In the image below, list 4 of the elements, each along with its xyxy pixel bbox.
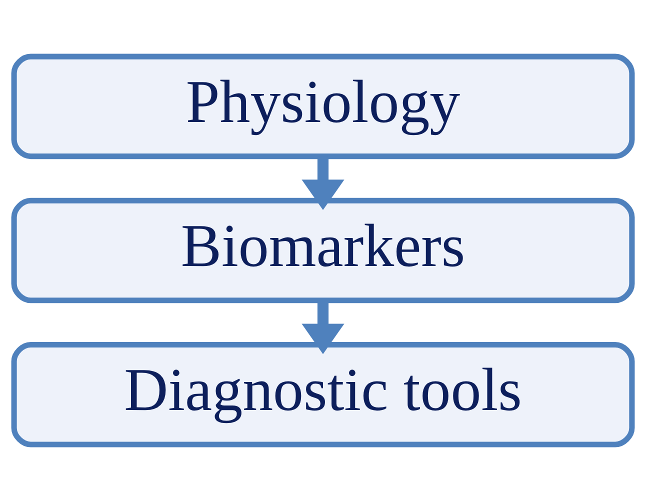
arrow (302, 300, 344, 354)
node-box: Physiology (11, 53, 635, 159)
node-box: Biomarkers (11, 197, 635, 303)
node-box: Diagnostic tools (11, 341, 635, 447)
